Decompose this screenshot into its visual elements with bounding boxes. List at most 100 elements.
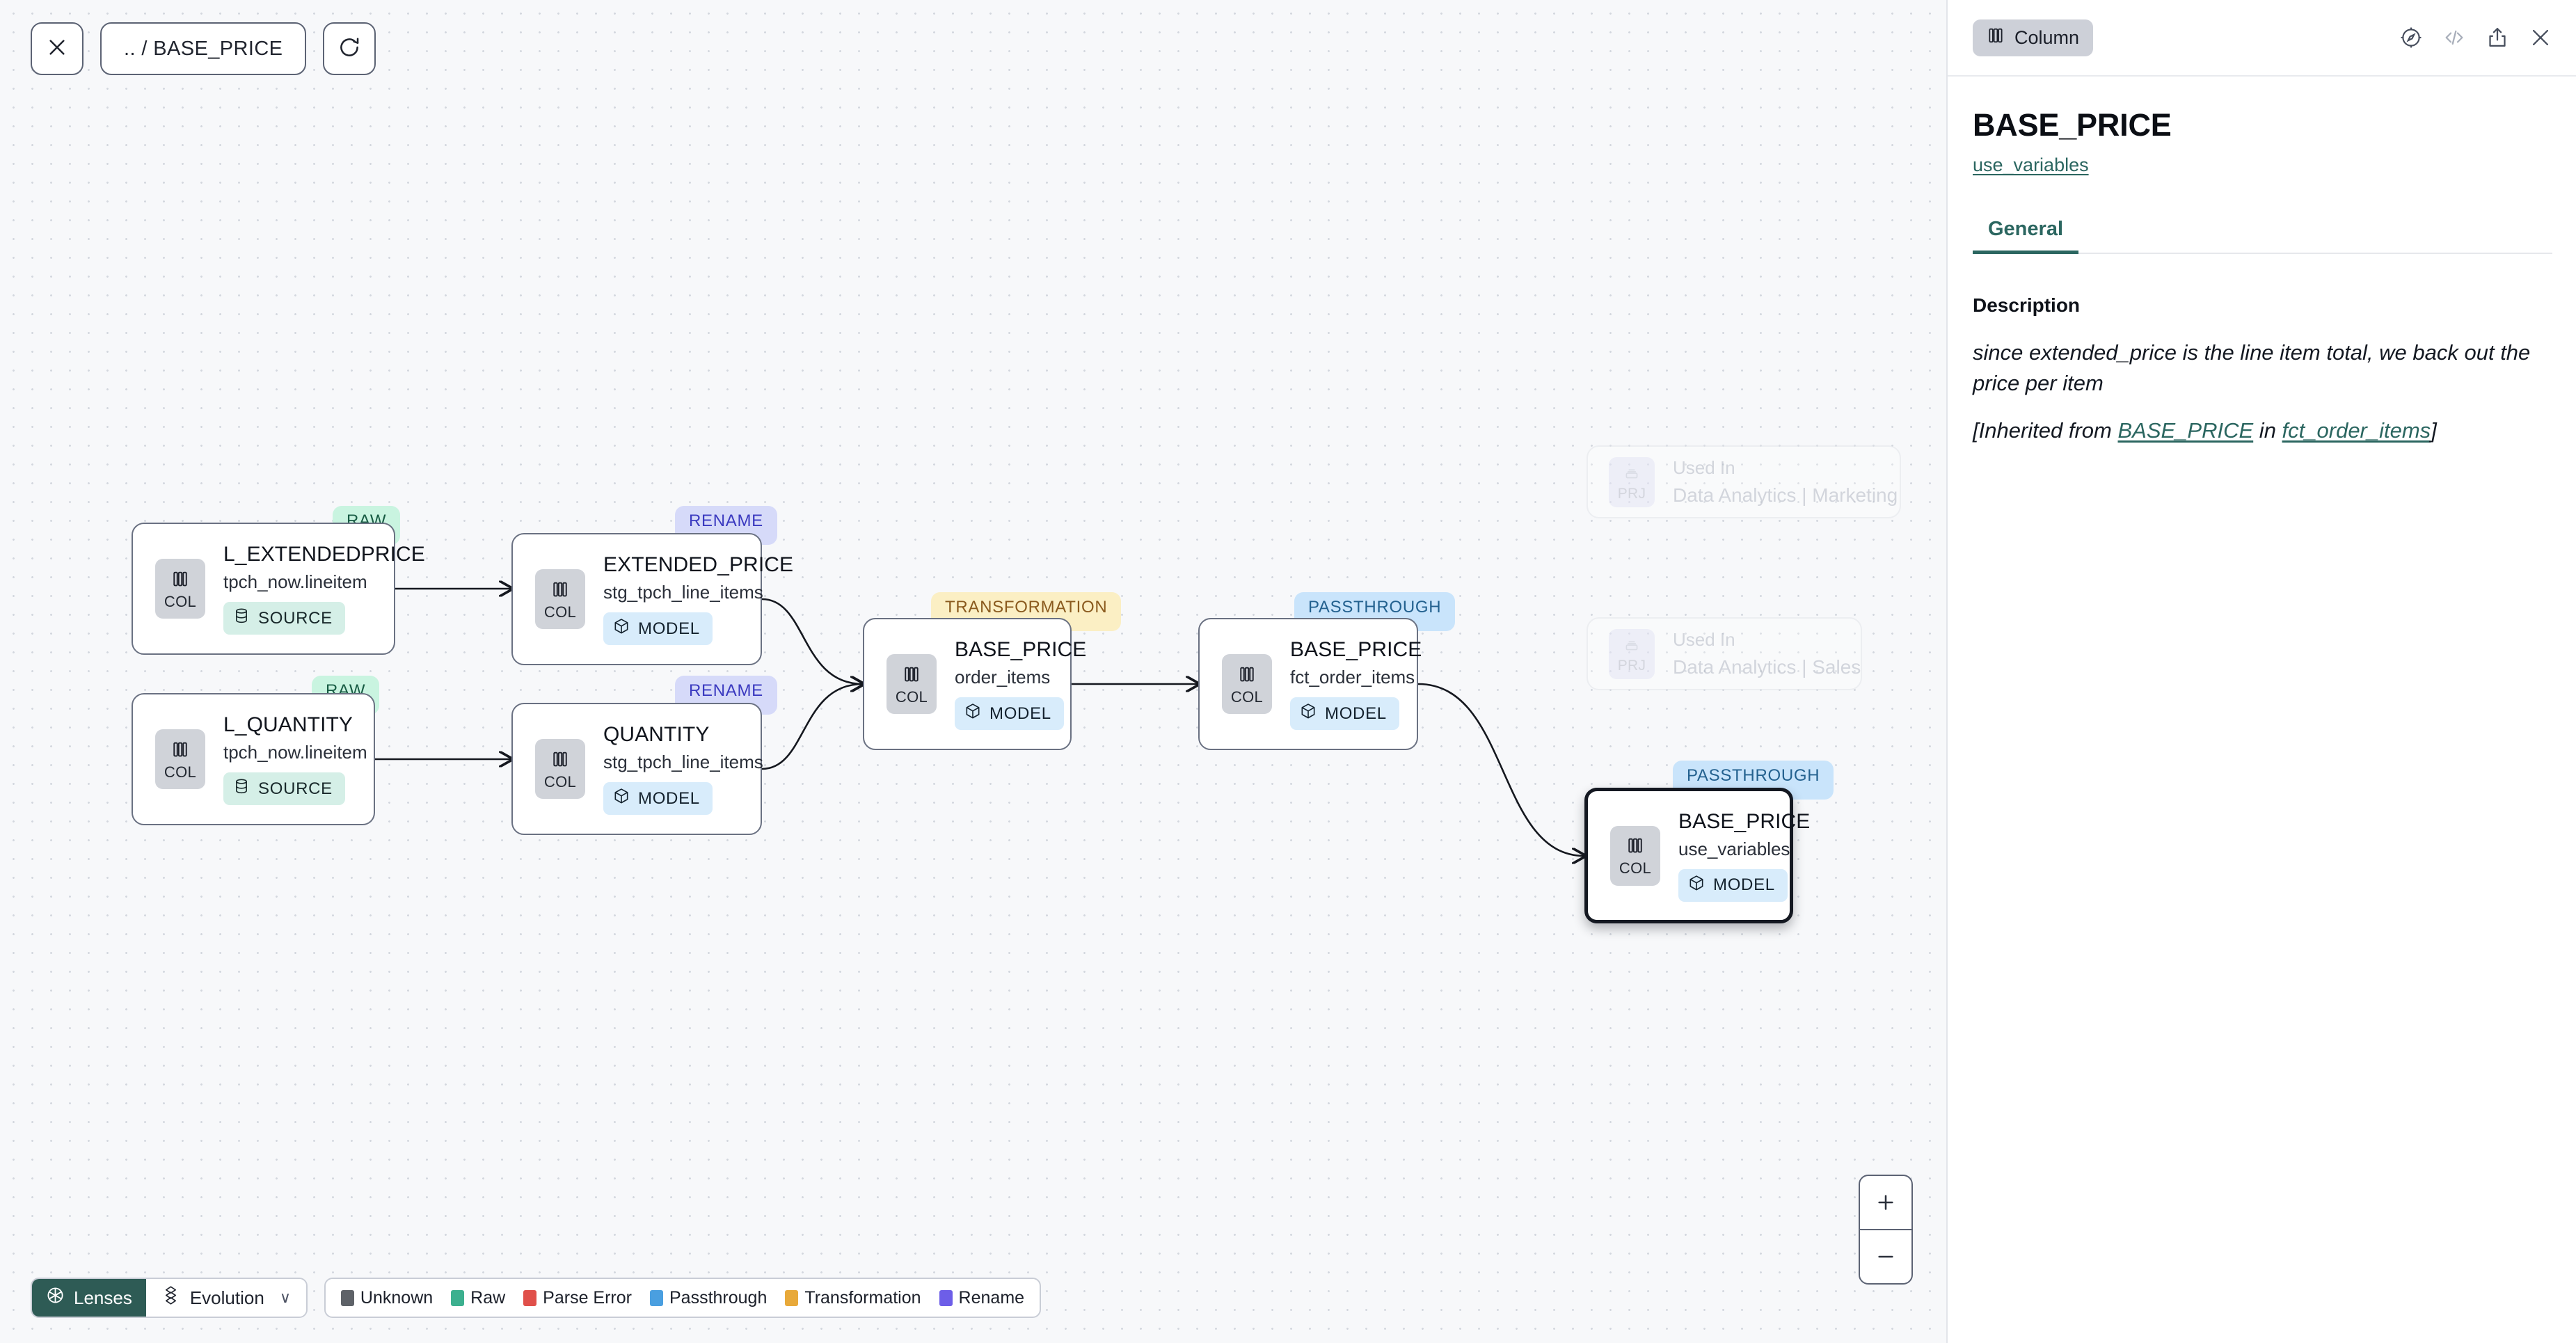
column-badge-label: COL: [164, 763, 197, 781]
column-type-badge: COL: [155, 559, 205, 619]
tab-general[interactable]: General: [1973, 218, 2078, 254]
close-icon: [46, 36, 68, 62]
breadcrumb[interactable]: .. / BASE_PRICE: [100, 22, 307, 75]
description-label: Description: [1973, 294, 2081, 316]
inherited-mid: in: [2253, 418, 2282, 443]
node-kind-badge: MODEL: [603, 612, 713, 645]
refresh-icon: [337, 35, 361, 63]
node-title: BASE_PRICE: [955, 638, 1087, 661]
legend-swatch: [649, 1289, 663, 1306]
legend-item[interactable]: Passthrough: [649, 1287, 768, 1308]
details-panel-header: Column: [1948, 0, 2576, 77]
inherited-model-link[interactable]: fct_order_items: [2282, 418, 2431, 443]
evolution-icon: [161, 1285, 180, 1310]
project-type-badge: PRJ: [1609, 456, 1655, 507]
database-icon: [232, 777, 251, 800]
used-in-label: Used In: [1673, 457, 1735, 478]
zoom-in-button[interactable]: [1860, 1176, 1911, 1229]
zoom-out-button[interactable]: [1860, 1229, 1911, 1283]
column-icon: [550, 749, 571, 773]
inherited-suffix: ]: [2431, 418, 2437, 443]
project-icon: [1623, 463, 1641, 485]
entity-type-label: Column: [2014, 26, 2080, 48]
column-type-badge: COL: [535, 569, 585, 629]
column-badge-label: COL: [543, 772, 577, 790]
node-kind-label: MODEL: [638, 788, 700, 808]
used-in-label: Used In: [1673, 629, 1735, 650]
compass-icon[interactable]: [2399, 26, 2423, 49]
canvas-toolbar: .. / BASE_PRICE: [31, 22, 376, 75]
parent-model-link[interactable]: use_variables: [1973, 154, 2089, 175]
close-icon[interactable]: [2529, 26, 2552, 49]
legend-label: Unknown: [360, 1287, 434, 1308]
legend-label: Transformation: [804, 1287, 921, 1308]
lenses-button[interactable]: Lenses: [32, 1279, 146, 1317]
legend-swatch: [939, 1289, 953, 1306]
refresh-button[interactable]: [323, 22, 376, 75]
legend-swatch: [523, 1289, 537, 1306]
column-type-badge: COL: [535, 739, 585, 799]
chevron-down-icon: ∨: [279, 1289, 291, 1306]
legend-label: Parse Error: [543, 1287, 632, 1308]
description-text: since extended_price is the line item to…: [1973, 340, 2531, 396]
column-badge-label: COL: [164, 592, 197, 610]
column-icon: [550, 579, 571, 603]
legend-item[interactable]: Parse Error: [523, 1288, 632, 1308]
node-subtitle: fct_order_items: [1290, 667, 1415, 688]
details-panel: Column: [1946, 0, 2576, 1343]
page-title: BASE_PRICE: [1973, 107, 2172, 143]
node-kind-label: SOURCE: [258, 608, 333, 628]
canvas-bottom-bar: Lenses Evolution ∨ Unknown Raw Parse Error…: [31, 1278, 1042, 1318]
used-in-project: Data Analytics | Marketing: [1673, 484, 1898, 506]
legend-item[interactable]: Rename: [939, 1288, 1024, 1308]
aperture-icon: [46, 1286, 65, 1310]
cube-icon: [964, 702, 982, 725]
column-icon: [901, 664, 922, 688]
evolution-dropdown[interactable]: Evolution ∨: [145, 1279, 306, 1317]
node-subtitle: use_variables: [1678, 838, 1790, 859]
legend-item[interactable]: Unknown: [340, 1287, 434, 1308]
node-subtitle: order_items: [955, 667, 1051, 688]
node-kind-label: MODEL: [638, 619, 700, 638]
node-kind-badge: MODEL: [955, 697, 1064, 730]
project-icon: [1623, 635, 1641, 657]
column-type-badge: COL: [1222, 654, 1272, 714]
column-icon: [170, 739, 191, 763]
share-icon[interactable]: [2486, 26, 2509, 49]
project-type-badge: PRJ: [1609, 628, 1655, 679]
legend-item[interactable]: Transformation: [785, 1288, 921, 1308]
entity-type-pill[interactable]: Column: [1973, 19, 2094, 56]
lenses-group: Lenses Evolution ∨: [31, 1278, 308, 1318]
node-subtitle: stg_tpch_line_items: [603, 582, 763, 603]
node-kind-badge: SOURCE: [223, 602, 345, 635]
used-in-node[interactable]: PRJ Used In Data Analytics | Marketing: [1587, 445, 1901, 518]
inherited-prefix: [Inherited from: [1973, 418, 2118, 443]
node-title: BASE_PRICE: [1678, 809, 1811, 833]
column-type-badge: COL: [887, 654, 937, 714]
inherited-column-link[interactable]: BASE_PRICE: [2117, 418, 2254, 443]
cube-icon: [612, 787, 630, 810]
column-badge-label: COL: [1230, 688, 1264, 706]
close-button[interactable]: [31, 22, 84, 75]
code-icon[interactable]: [2442, 26, 2466, 49]
details-panel-actions: [2399, 26, 2552, 49]
project-badge-label: PRJ: [1617, 657, 1646, 674]
node-kind-badge: MODEL: [1290, 697, 1399, 730]
node-type-chip: TRANSFORMATION: [931, 592, 1122, 631]
legend-item[interactable]: Raw: [451, 1288, 505, 1308]
legend-label: Passthrough: [669, 1287, 768, 1308]
